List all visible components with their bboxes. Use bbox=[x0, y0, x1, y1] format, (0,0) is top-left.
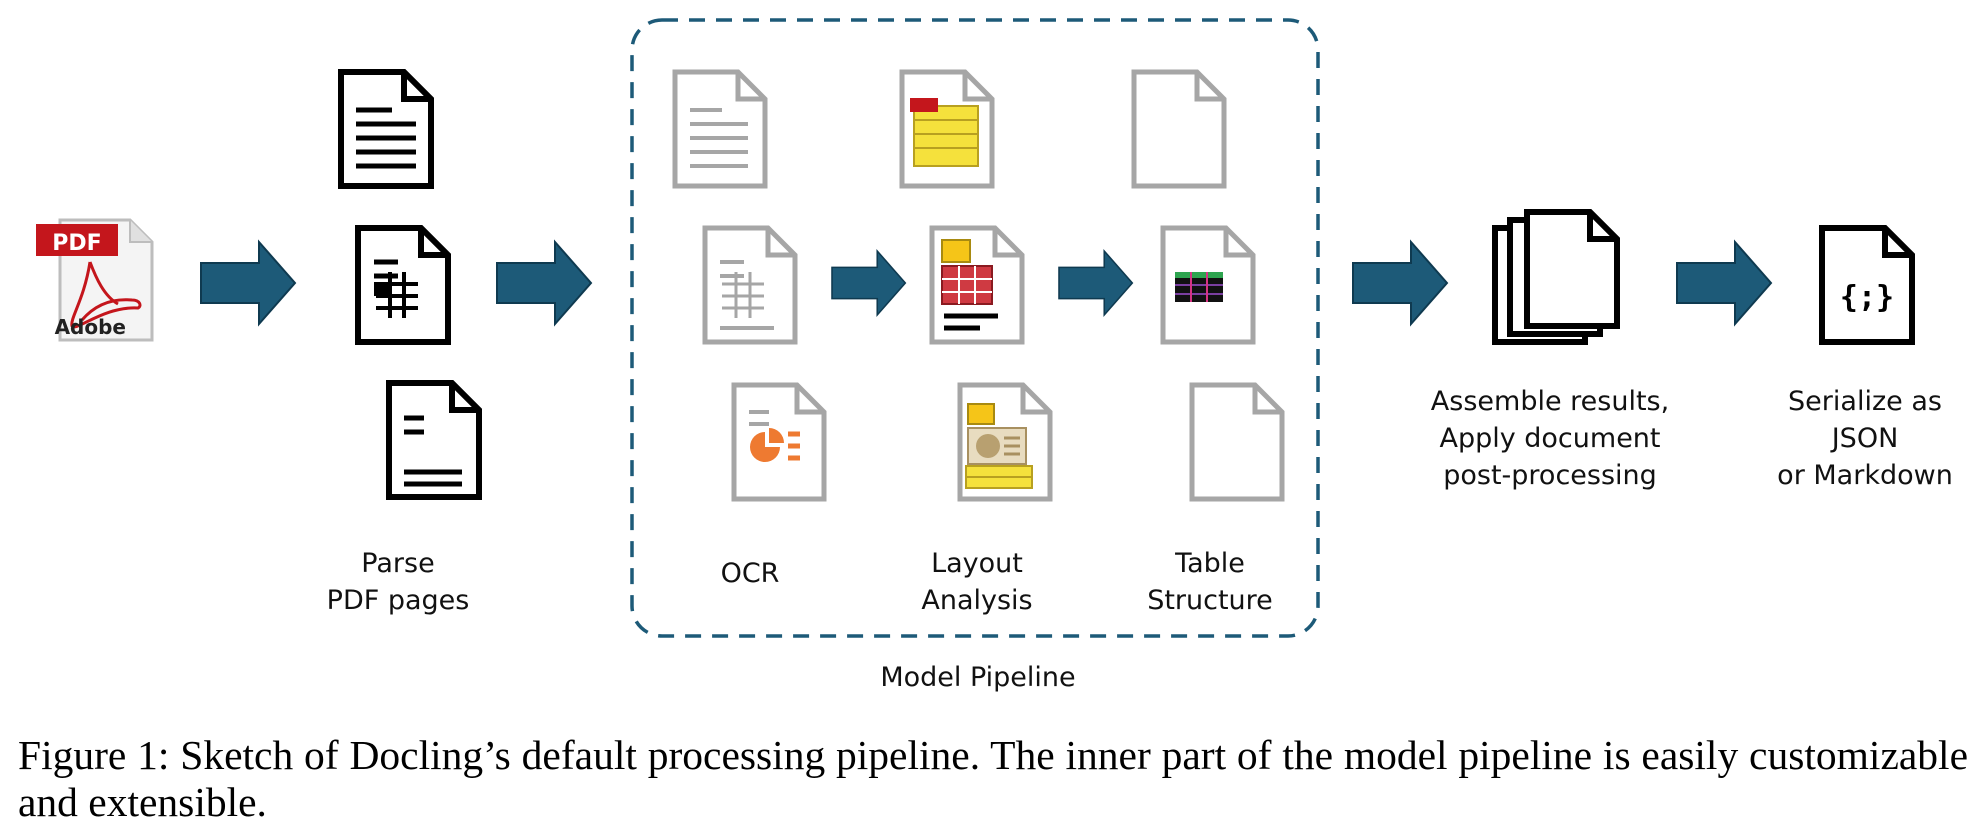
table-page-icon bbox=[355, 225, 451, 345]
text-page-icon bbox=[338, 69, 434, 189]
json-file-icon: {;} bbox=[1819, 225, 1915, 345]
pdf-file-icon: PDF Adobe bbox=[36, 218, 154, 342]
json-glyph-text: {;} bbox=[1840, 280, 1894, 315]
arrow-right-icon bbox=[831, 250, 907, 316]
chart-page-icon bbox=[386, 380, 482, 500]
document-stack-icon bbox=[1492, 209, 1620, 345]
figure-caption: Figure 1: Sketch of Docling’s default pr… bbox=[18, 732, 1968, 825]
arrow-right-icon bbox=[200, 241, 296, 325]
arrow-right-icon bbox=[496, 241, 592, 325]
blank-page-icon bbox=[1131, 69, 1227, 189]
pdf-badge-text: PDF bbox=[52, 231, 101, 256]
layout-text-page-icon bbox=[899, 69, 995, 189]
layout-table-page-icon bbox=[929, 225, 1025, 345]
model-pipeline-box bbox=[630, 18, 1320, 638]
layout-chart-page-icon bbox=[957, 382, 1053, 502]
blank-page-icon bbox=[1189, 382, 1285, 502]
table-structure-page-icon bbox=[1160, 225, 1256, 345]
arrow-right-icon bbox=[1352, 241, 1448, 325]
gray-text-page-icon bbox=[672, 69, 768, 189]
arrow-right-icon bbox=[1676, 241, 1772, 325]
ocr-stage-label: OCR bbox=[720, 558, 780, 589]
model-pipeline-label: Model Pipeline bbox=[880, 662, 1076, 693]
pdf-brand-text: Adobe bbox=[55, 315, 126, 339]
gray-chart-page-icon bbox=[731, 382, 827, 502]
arrow-right-icon bbox=[1058, 250, 1134, 316]
gray-table-page-icon bbox=[702, 225, 798, 345]
